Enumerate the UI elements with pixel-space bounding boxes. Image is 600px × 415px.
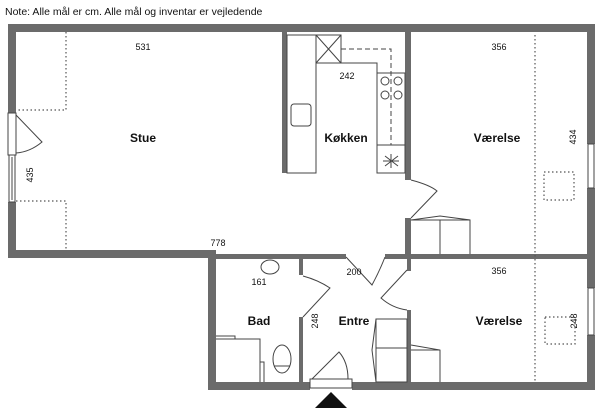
dim-vaerelse1-depth: 434 xyxy=(568,129,578,144)
dim-stue-length: 778 xyxy=(210,238,225,248)
doors xyxy=(7,112,438,389)
dim-vaerelse1-width: 356 xyxy=(491,42,506,52)
room-bad: Bad xyxy=(248,314,271,328)
dim-stue-width: 531 xyxy=(135,42,150,52)
dim-kokken-width: 242 xyxy=(339,71,354,81)
room-labels: Stue 531 778 435 Køkken 242 Værelse 356 … xyxy=(25,42,579,329)
dim-stue-depth: 435 xyxy=(25,167,35,182)
furniture xyxy=(16,32,576,408)
sink-icon xyxy=(290,103,312,127)
entrance-arrow-icon xyxy=(315,392,347,408)
toilet-icon xyxy=(272,344,292,374)
dim-entre-depth: 248 xyxy=(310,313,320,328)
walls xyxy=(8,24,595,390)
dim-bad-width: 161 xyxy=(251,277,266,287)
room-stue: Stue xyxy=(130,131,156,145)
dim-vaerelse2-depth: 248 xyxy=(569,313,579,328)
room-vaerelse-2: Værelse xyxy=(476,314,523,328)
room-vaerelse-1: Værelse xyxy=(474,131,521,145)
room-kokken: Køkken xyxy=(324,131,367,145)
room-entre: Entre xyxy=(339,314,370,328)
note-text: Note: Alle mål er cm. Alle mål og invent… xyxy=(5,6,263,18)
dim-entre-width: 200 xyxy=(346,267,361,277)
dim-vaerelse2-width: 356 xyxy=(491,266,506,276)
basin-icon xyxy=(260,259,280,275)
